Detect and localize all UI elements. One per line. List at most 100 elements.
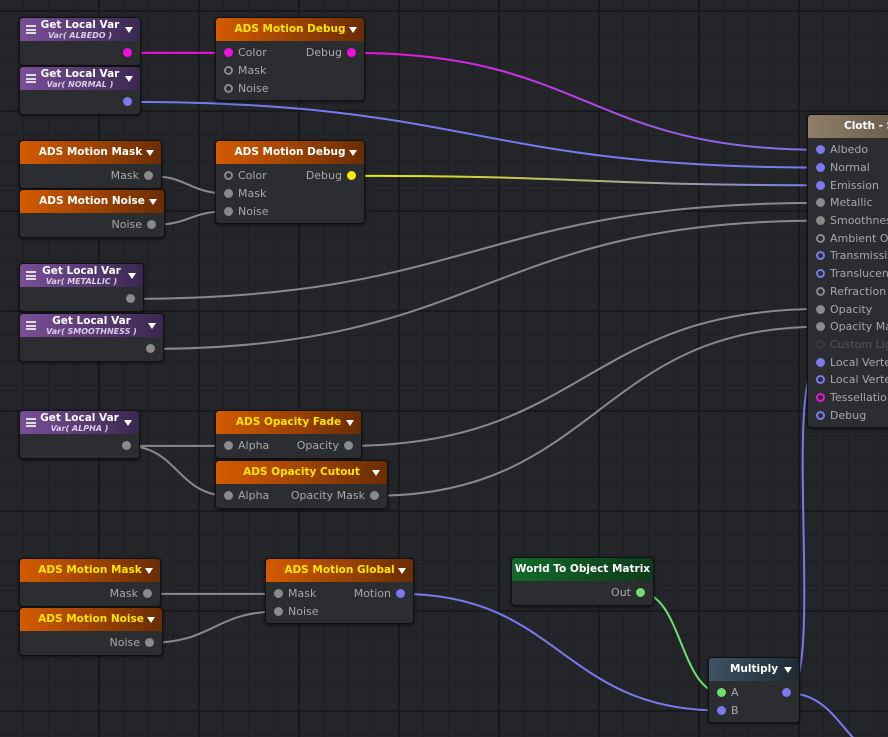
output-port[interactable] <box>145 638 154 648</box>
output-port[interactable] <box>144 171 153 181</box>
output-port[interactable] <box>123 48 132 58</box>
output-port[interactable] <box>146 344 155 354</box>
output-port[interactable] <box>782 688 791 698</box>
input-port[interactable] <box>816 180 825 190</box>
input-port[interactable] <box>816 357 825 367</box>
input-port[interactable] <box>816 322 825 332</box>
output-port[interactable] <box>122 441 131 451</box>
output-port[interactable] <box>347 48 356 58</box>
input-port[interactable] <box>816 410 825 420</box>
input-port[interactable] <box>816 216 825 226</box>
output-port[interactable] <box>636 588 645 598</box>
node-header[interactable]: ADS Opacity Cutout <box>216 461 387 484</box>
input-port[interactable] <box>224 83 233 93</box>
node-header[interactable]: Multiply <box>709 658 799 681</box>
input-port[interactable] <box>816 339 825 349</box>
input-port[interactable] <box>816 163 825 173</box>
node-header[interactable]: ADS Motion Noise <box>20 190 164 213</box>
output-port[interactable] <box>123 97 132 107</box>
input-port[interactable] <box>816 233 825 243</box>
node-header[interactable]: ADS Motion Global <box>266 559 413 582</box>
wire-noise2-0-to-global-1[interactable] <box>149 610 279 644</box>
dropdown-arrow-icon[interactable] <box>372 470 380 476</box>
dropdown-arrow-icon[interactable] <box>148 323 156 329</box>
node-header[interactable]: World To Object Matrix <box>512 558 653 581</box>
input-port[interactable] <box>816 145 825 155</box>
dropdown-arrow-icon[interactable] <box>146 150 154 156</box>
input-port[interactable] <box>274 607 283 617</box>
dropdown-arrow-icon[interactable] <box>128 273 136 279</box>
input-port[interactable] <box>224 491 233 501</box>
node-header[interactable]: ADS Motion Noise <box>20 608 162 631</box>
dropdown-arrow-icon[interactable] <box>149 199 157 205</box>
output-port[interactable] <box>347 171 356 181</box>
input-port[interactable] <box>224 66 233 76</box>
menu-icon[interactable] <box>26 271 36 280</box>
input-port[interactable] <box>816 375 825 385</box>
dropdown-arrow-icon[interactable] <box>349 27 357 33</box>
output-port[interactable] <box>344 441 353 451</box>
input-port[interactable] <box>224 206 233 216</box>
input-port[interactable] <box>224 171 233 181</box>
dropdown-arrow-icon[interactable] <box>346 420 354 426</box>
input-port[interactable] <box>816 269 825 279</box>
node-header[interactable]: ADS Motion Mask <box>20 141 161 164</box>
menu-icon[interactable] <box>26 321 36 330</box>
node-header[interactable]: ADS Motion Debug <box>216 141 364 164</box>
output-port[interactable] <box>126 294 135 304</box>
node-header[interactable]: ADS Motion Mask <box>20 559 160 582</box>
menu-icon[interactable] <box>26 418 36 427</box>
input-port[interactable] <box>816 392 825 402</box>
input-port[interactable] <box>224 441 233 451</box>
output-port[interactable] <box>370 491 379 501</box>
output-port[interactable] <box>147 220 156 230</box>
dropdown-arrow-icon[interactable] <box>125 76 133 82</box>
wire-global-0-to-mul-1[interactable] <box>400 592 722 712</box>
wire-glv_smooth-0-to-cloth-4[interactable] <box>150 219 821 350</box>
node-header[interactable]: Cloth - S <box>808 115 888 138</box>
input-port[interactable] <box>224 48 233 58</box>
dropdown-arrow-icon[interactable] <box>398 568 406 574</box>
input-port[interactable] <box>274 589 283 599</box>
node-header[interactable]: ADS Opacity Fade <box>216 411 361 434</box>
menu-icon[interactable] <box>26 25 36 34</box>
wire-opfade-0-to-cloth-9[interactable] <box>348 308 821 447</box>
input-port[interactable] <box>717 706 726 716</box>
dropdown-arrow-icon[interactable] <box>349 150 357 156</box>
wire-debug2-0-to-cloth-2[interactable] <box>351 174 821 187</box>
input-port[interactable] <box>816 198 825 208</box>
output-port[interactable] <box>143 589 152 599</box>
input-port[interactable] <box>816 304 825 314</box>
output-port[interactable] <box>396 589 405 599</box>
input-port[interactable] <box>816 251 825 261</box>
node-cloth[interactable]: Cloth - SAlbedoNormalEmissionMetallicSmo… <box>807 114 888 428</box>
dropdown-arrow-icon[interactable] <box>784 667 792 673</box>
wire-debug1-0-to-cloth-0[interactable] <box>351 51 821 151</box>
dropdown-arrow-icon[interactable] <box>147 617 155 623</box>
input-port[interactable] <box>224 189 233 199</box>
dropdown-arrow-icon[interactable] <box>124 420 132 426</box>
dropdown-arrow-icon[interactable] <box>145 568 153 574</box>
input-port[interactable] <box>816 286 825 296</box>
input-port[interactable] <box>717 688 726 698</box>
